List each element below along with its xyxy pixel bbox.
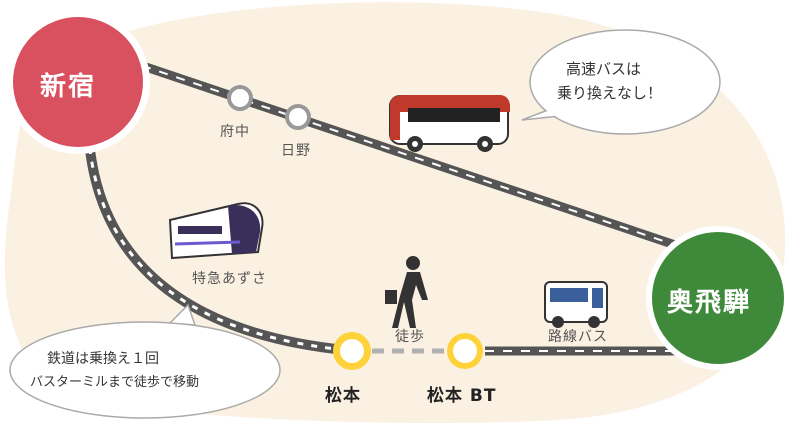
station-matsumoto-bt-center [453,339,477,363]
city-label-shinjuku: 新宿 [40,72,97,102]
shinjuku-node [6,10,150,154]
rail-bubble [9,303,281,419]
stop-label-fuchu: 府中 [220,124,250,140]
route-label-limited-express: 特急あずさ [192,271,267,287]
stop-label-hino: 日野 [281,143,311,159]
station-label-matsumoto: 松本 [325,386,361,406]
station-matsumoto-center [340,339,364,363]
rail-bubble-line-2: バスターミルまで徒歩で移動 [30,375,200,390]
highway-bus-icon [389,95,510,152]
local-bus-icon [544,281,608,328]
highway-route [120,55,710,260]
okuhida-node [646,226,790,370]
route-label-local-bus: 路線バス [548,329,608,345]
walking-person-icon [385,256,428,328]
city-label-okuhida: 奥飛騨 [667,288,752,318]
highway-bubble-line-2: 乗り換えなし！ [557,84,663,102]
rail-route [83,119,346,355]
stop-hino-marker [285,104,311,130]
stop-fuchu-marker [227,85,253,111]
highway-bus-bubble [521,29,721,135]
highway-bubble-line-1: 高速バスは [566,60,642,78]
station-label-matsumoto-bt: 松本 BT [427,386,497,406]
route-label-walk: 徒歩 [395,329,425,345]
train-icon [168,202,264,260]
rail-bubble-line-1: 鉄道は乗換え１回 [47,351,159,367]
